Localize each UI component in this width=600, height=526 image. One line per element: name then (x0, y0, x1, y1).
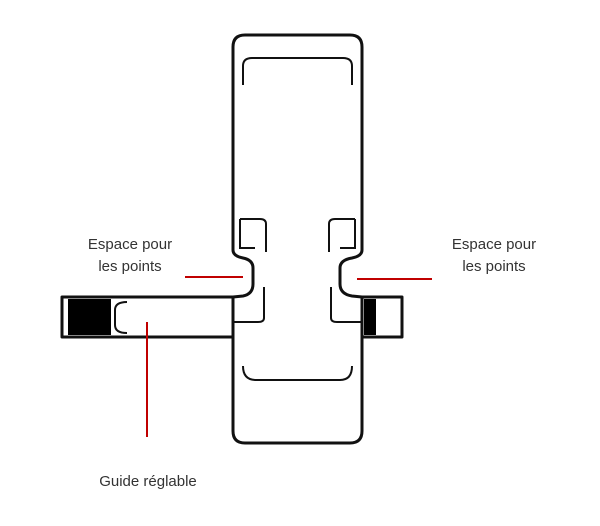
bottom-inner-curve (242, 365, 353, 381)
right-guide-block (364, 299, 376, 335)
label-line: les points (98, 258, 162, 275)
right-upper-bracket (328, 218, 356, 252)
left-guide-block (68, 299, 111, 335)
left-strip-inner (114, 301, 128, 334)
right-space-label: Espace pour les points (434, 234, 554, 278)
guide-label: Guide réglable (99, 473, 197, 490)
label-line: Espace pour (87, 236, 173, 253)
body-outline (231, 33, 364, 445)
label-line: Espace pour (451, 236, 537, 253)
right-guide-strip (360, 295, 404, 339)
top-inner-curve (242, 57, 353, 85)
left-space-label: Espace pour les points (70, 234, 190, 278)
left-lower-bracket (234, 287, 265, 323)
label-line: les points (462, 258, 526, 275)
right-lower-bracket (330, 287, 361, 323)
left-upper-bracket (239, 218, 267, 252)
